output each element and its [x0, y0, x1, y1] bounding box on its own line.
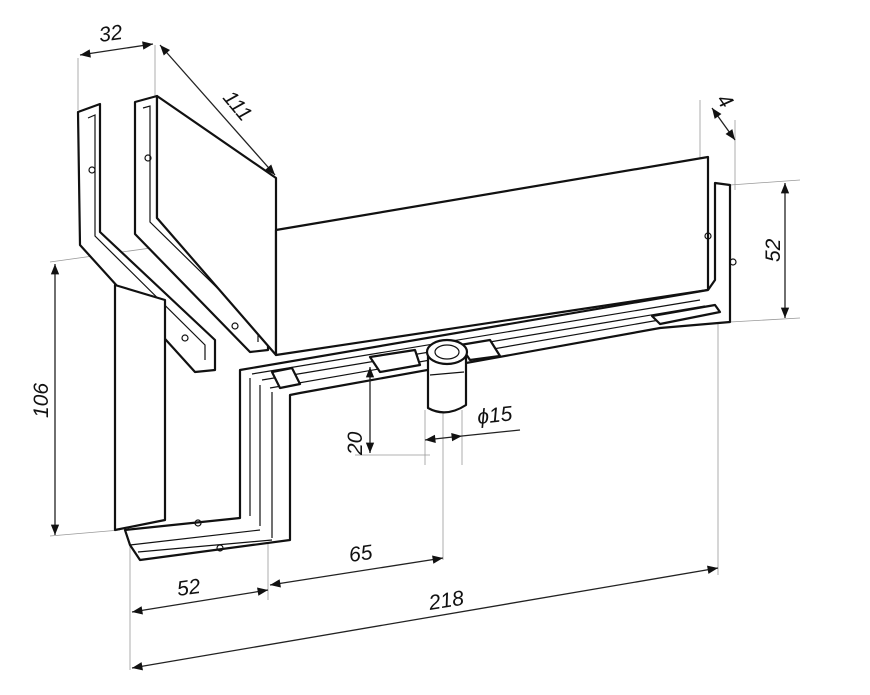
dim-pin-diameter: ϕ15: [476, 402, 514, 429]
pivot-pin: [425, 338, 469, 414]
dim-top-width: 32: [97, 21, 124, 47]
dim-depth: 111: [218, 86, 256, 125]
dim-right-height: 52: [762, 238, 785, 262]
dim-left-height: 106: [30, 383, 53, 418]
dim-pivot-offset: 65: [347, 541, 374, 567]
dim-pin-height: 20: [344, 431, 367, 456]
bracket-body: [123, 181, 737, 562]
dim-overall-length: 218: [426, 587, 466, 615]
dimension-lines: [50, 41, 790, 671]
dim-glass-gap: 4: [712, 90, 738, 113]
dim-bottom-left-width: 52: [175, 575, 202, 601]
